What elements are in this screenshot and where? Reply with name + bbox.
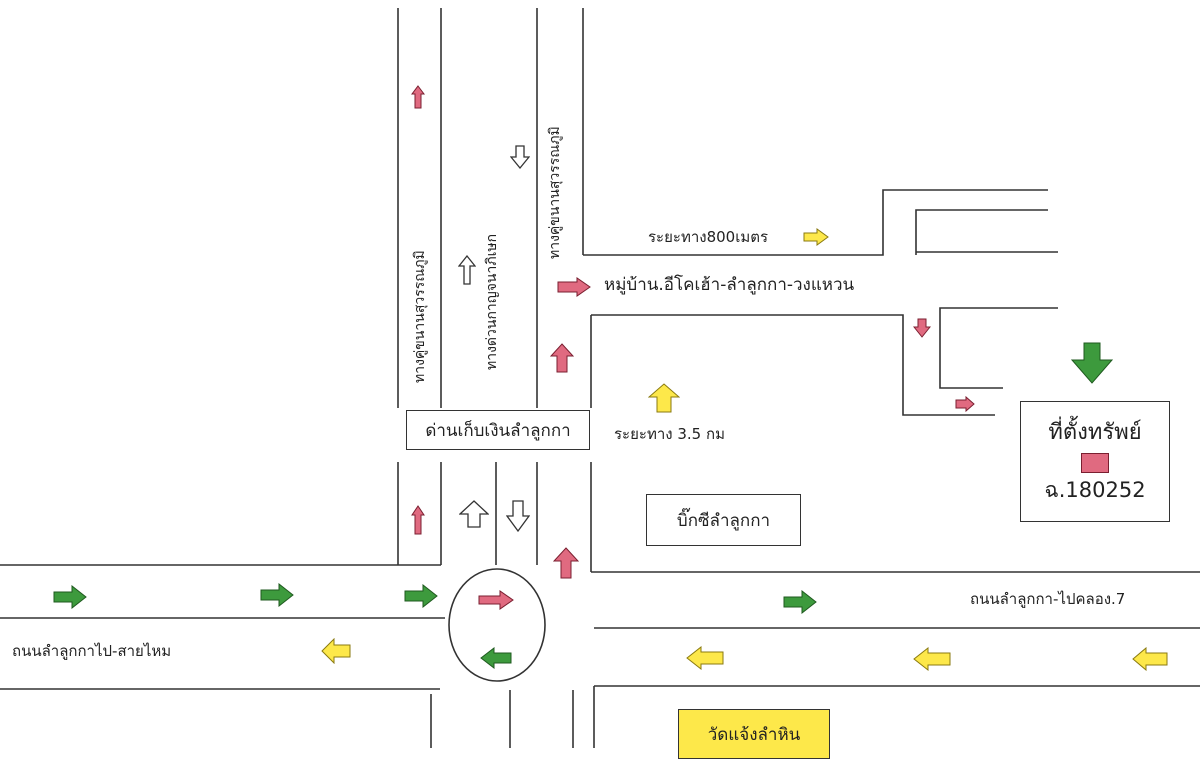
property-id: ฉ.180252: [1044, 478, 1146, 503]
road-left-label: ถนนลำลูกกาไป-สายไหม: [12, 642, 172, 660]
temple-label: วัดแจ้งลำหิน: [707, 724, 801, 745]
property-marker: [1081, 453, 1109, 474]
arrow-down-icon: [913, 318, 931, 338]
road-line: [591, 314, 995, 416]
arrow-up-icon: [553, 547, 579, 579]
property-box: ที่ตั้งทรัพย์ ฉ.180252: [1020, 401, 1170, 522]
arrow-right-icon: [53, 585, 87, 609]
vertical-road-label-right: ทางคู่ขนานสุวรรณภูมิ: [547, 126, 563, 259]
arrow-right-icon: [478, 590, 514, 610]
arrow-right-icon: [803, 228, 829, 246]
vertical-road-label-middle: ทางด่วนกาญจนาภิเษก: [484, 233, 500, 370]
arrow-up-icon: [550, 343, 574, 373]
arrow-down-icon: [506, 500, 530, 532]
arrow-down-icon: [1071, 342, 1113, 384]
arrow-left-icon: [480, 647, 512, 669]
toll-gate-box: ด่านเก็บเงินลำลูกกา: [406, 410, 590, 450]
property-title: ที่ตั้งทรัพย์: [1048, 419, 1142, 445]
bigc-box: บิ๊กซีลำลูกกา: [646, 494, 801, 546]
roundabout: [448, 568, 546, 682]
arrow-left-icon: [321, 638, 351, 664]
arrow-left-icon: [686, 646, 724, 670]
arrow-down-icon: [510, 145, 530, 169]
arrow-right-icon: [260, 583, 294, 607]
arrow-up-icon: [458, 255, 476, 285]
arrow-right-icon: [783, 590, 817, 614]
toll-gate-label: ด่านเก็บเงินลำลูกกา: [425, 420, 571, 441]
temple-box: วัดแจ้งลำหิน: [678, 709, 830, 759]
arrow-left-icon: [913, 647, 951, 671]
distance-3-5-label: ระยะทาง 3.5 กม: [614, 425, 725, 443]
arrow-left-icon: [1132, 647, 1168, 671]
village-label: หมู่บ้าน.อีโคเฮ้า-ลำลูกกา-วงแหวน: [604, 275, 855, 295]
road-line: [939, 307, 1058, 389]
arrow-up-icon: [411, 505, 425, 535]
arrow-right-icon: [557, 277, 591, 297]
road-line: [583, 189, 1048, 256]
arrow-up-icon: [459, 500, 489, 528]
road-right-label: ถนนลำลูกกา-ไปคลอง.7: [970, 590, 1126, 608]
bigc-label: บิ๊กซีลำลูกกา: [676, 510, 771, 531]
arrow-up-icon: [411, 85, 425, 109]
arrow-right-icon: [955, 396, 975, 412]
distance-800-label: ระยะทาง800เมตร: [648, 228, 769, 246]
arrow-up-icon: [648, 383, 680, 413]
arrow-right-icon: [404, 584, 438, 608]
road-line: [915, 209, 1048, 255]
vertical-road-label-left: ทางคู่ขนานสุวรรณภูมิ: [412, 250, 428, 383]
